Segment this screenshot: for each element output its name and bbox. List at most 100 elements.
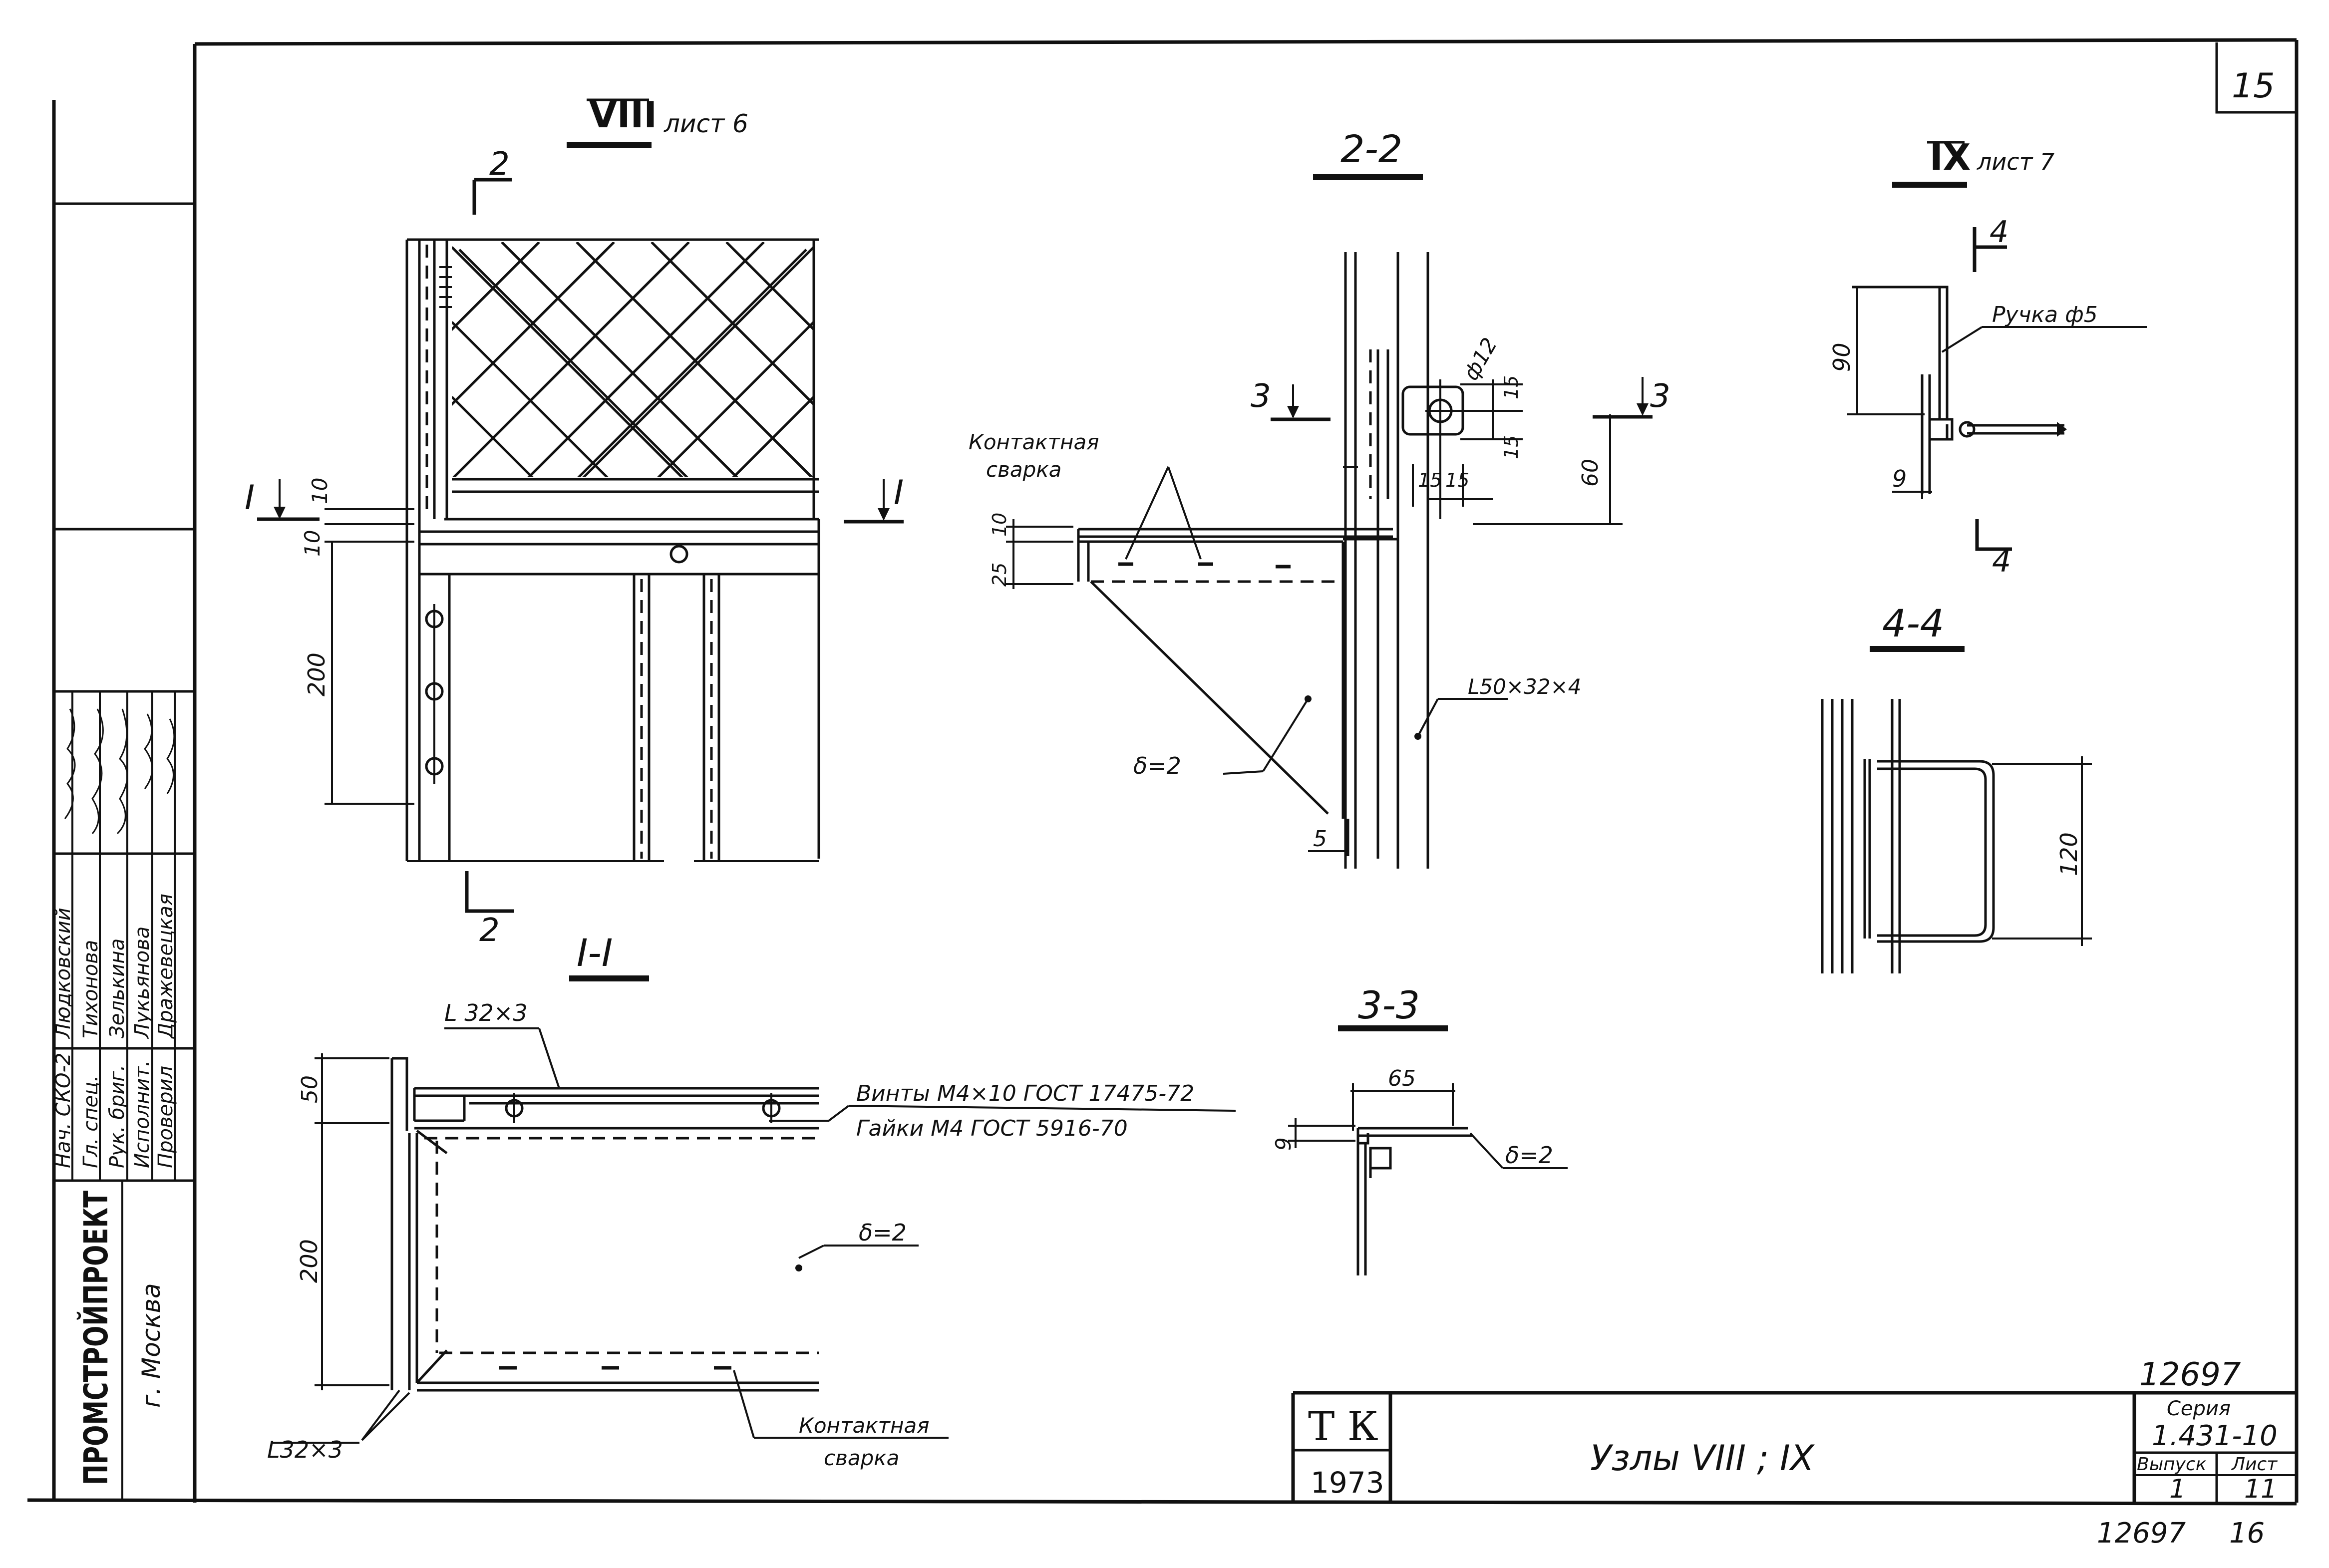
cut-mark-1-right xyxy=(844,479,904,524)
cut-mark-1-left-label: I xyxy=(245,478,255,518)
section-1-1 xyxy=(272,1027,1236,1444)
cut-mark-4-bottom-label: 4 xyxy=(1992,544,2011,579)
view-viii-title: VIII лист 6 xyxy=(567,94,748,148)
sheet-frame xyxy=(27,38,2299,1506)
dim-s11-200: 200 xyxy=(296,1239,323,1283)
view-ix-title: IX лист 7 xyxy=(1892,136,2054,188)
dim-s44-120: 120 xyxy=(2055,832,2082,876)
section-3-3-title: 3-3 xyxy=(1338,983,1448,1031)
name-1: Людковский xyxy=(52,908,75,1039)
note-contact-weld-1: Контактная xyxy=(969,430,1099,454)
name-2: Тихонова xyxy=(79,940,102,1038)
dim-s22-d12: ф12 xyxy=(1458,333,1502,384)
cut-mark-2-bottom-label: 2 xyxy=(479,912,500,949)
signature-1 xyxy=(64,708,76,819)
organization-city: г. Москва xyxy=(137,1283,166,1408)
cut-mark-3-left xyxy=(1271,384,1331,421)
cut-mark-3-right xyxy=(1593,377,1653,419)
section-3-3 xyxy=(1288,1083,1568,1275)
signature-3 xyxy=(116,708,128,835)
note-angle-50: L50×32×4 xyxy=(1468,674,1581,699)
stamp-names: Людковский Тихонова Зелькина Лукьянова Д… xyxy=(52,894,177,1039)
organization-name: ПРОМСТРОЙПРОЕКТ xyxy=(76,1191,115,1485)
dim-ix-90: 90 xyxy=(1828,342,1855,372)
dim-s22-5: 5 xyxy=(1313,826,1327,852)
bottom-sheet: 16 xyxy=(2229,1517,2265,1550)
dim-s22-25: 25 xyxy=(989,563,1010,587)
sheet-label: Лист xyxy=(2231,1454,2278,1475)
cut-mark-4-top-label: 4 xyxy=(1990,215,2008,250)
series-value: 1.431-10 xyxy=(2152,1420,2278,1452)
dim-viii-10a: 10 xyxy=(308,478,332,504)
note-contact-weld-b2: сварка xyxy=(824,1446,899,1470)
cut-mark-3-right-label: 3 xyxy=(1650,378,1670,415)
cut-mark-1-left xyxy=(257,479,320,521)
signature-4 xyxy=(144,713,153,789)
cut-mark-4-bottom xyxy=(1975,519,2012,551)
dim-s33-65: 65 xyxy=(1388,1066,1416,1091)
series-label: Серия xyxy=(2167,1397,2231,1420)
section-3-3-label: 3-3 xyxy=(1358,983,1420,1027)
section-2-2 xyxy=(1006,252,1623,869)
role-5: Проверил xyxy=(154,1066,177,1168)
dim-s22-15a: 15 xyxy=(1500,375,1522,399)
section-1-1-label: I-I xyxy=(577,931,613,975)
cut-mark-2-top xyxy=(472,178,512,215)
dim-s33-9: 9 xyxy=(1271,1137,1296,1151)
cut-mark-4-top xyxy=(1973,227,2007,272)
role-2: Гл. спец. xyxy=(79,1075,102,1168)
note-nuts: Гайки М4 ГОСТ 5916-70 xyxy=(856,1116,1128,1141)
wire-mesh xyxy=(452,242,814,477)
name-5: Дражевецкая xyxy=(154,894,177,1039)
cut-mark-3-left-label: 3 xyxy=(1251,378,1271,415)
view-ix-ref: лист 7 xyxy=(1977,148,2054,175)
side-stamp xyxy=(52,100,195,1500)
dim-viii-10b: 10 xyxy=(300,530,325,557)
note-contact-weld-2: сварка xyxy=(986,457,1061,482)
view-viii-ref: лист 6 xyxy=(664,109,748,138)
role-3: Рук. бриг. xyxy=(106,1065,129,1168)
name-4: Лукьянова xyxy=(131,927,154,1039)
dim-s22-60: 60 xyxy=(1578,459,1603,487)
name-3: Зелькина xyxy=(106,939,129,1038)
view-viii xyxy=(325,238,820,862)
dim-s11-50: 50 xyxy=(297,1075,323,1103)
note-contact-weld-b1: Контактная xyxy=(799,1413,929,1438)
section-2-2-label: 2-2 xyxy=(1340,127,1402,171)
doc-number: 12697 xyxy=(2139,1356,2241,1393)
note-angle-32-top: L 32×3 xyxy=(444,999,528,1026)
note-angle-32-bottom: L32×3 xyxy=(267,1436,343,1463)
stamp-roles: Нач. СКО-2 Гл. спец. Рук. бриг. Исполнит… xyxy=(52,1053,177,1168)
signature-2 xyxy=(91,708,104,834)
title-block xyxy=(1291,1391,2297,1503)
sheet-number: 15 xyxy=(2232,66,2275,106)
cut-mark-2-bottom xyxy=(465,871,514,913)
note-handle: Ручка ф5 xyxy=(1992,302,2098,327)
view-ix xyxy=(1847,286,2147,499)
note-delta2-b: δ=2 xyxy=(859,1219,907,1246)
cut-mark-1-right-label: I xyxy=(894,473,904,513)
section-1-1-title: I-I xyxy=(569,931,649,981)
signature-5 xyxy=(166,718,175,794)
note-delta2-c: δ=2 xyxy=(1505,1142,1553,1169)
drawing-title: Узлы VIII ; IX xyxy=(1590,1438,1815,1479)
sheet-value: 11 xyxy=(2244,1474,2277,1504)
issue-value: 1 xyxy=(2169,1474,2186,1504)
issue-label: Выпуск xyxy=(2137,1454,2207,1475)
tk-year: 1973 xyxy=(1311,1466,1384,1500)
dim-s22-10: 10 xyxy=(989,513,1010,537)
dim-ix-9: 9 xyxy=(1892,465,1907,492)
role-4: Исполнит. xyxy=(131,1060,154,1168)
section-2-2-title: 2-2 xyxy=(1313,127,1423,180)
bottom-number: 12697 xyxy=(2097,1517,2186,1550)
dim-viii-200: 200 xyxy=(303,652,330,696)
dim-s22-15d: 15 xyxy=(1445,469,1469,491)
dim-s22-15b: 15 xyxy=(1500,435,1522,459)
note-screws: Винты М4×10 ГОСТ 17475-72 xyxy=(856,1081,1194,1106)
cut-mark-2-top-label: 2 xyxy=(489,146,510,183)
note-delta2: δ=2 xyxy=(1133,752,1181,779)
role-1: Нач. СКО-2 xyxy=(52,1053,75,1168)
tk-label: Т К xyxy=(1308,1403,1378,1450)
section-4-4 xyxy=(1821,699,2092,973)
